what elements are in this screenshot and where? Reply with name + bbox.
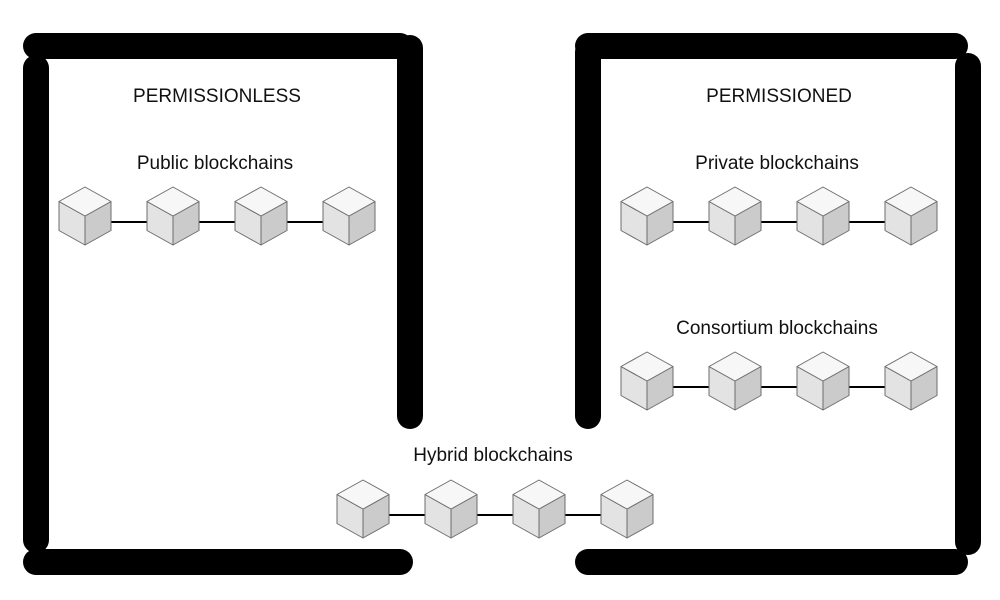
permissionless-frame: [23, 33, 423, 575]
permissionless-heading: PERMISSIONLESS: [133, 86, 301, 107]
permissioned-frame: [575, 33, 981, 575]
cube-icon: [708, 351, 762, 411]
cube-icon: [884, 351, 938, 411]
consortium-blockchains-title: Consortium blockchains: [676, 318, 878, 339]
cube-icon: [708, 186, 762, 246]
cube-icon: [322, 186, 376, 246]
consortium-blockchain-chain: [620, 351, 938, 411]
private-blockchain-chain: [620, 186, 938, 246]
public-blockchains-title: Public blockchains: [136, 153, 294, 174]
cube-icon: [146, 186, 200, 246]
hybrid-blockchains-title: Hybrid blockchains: [413, 445, 573, 466]
private-blockchains-title: Private blockchains: [695, 153, 859, 174]
cube-icon: [796, 186, 850, 246]
cube-icon: [620, 186, 674, 246]
cube-icon: [336, 479, 390, 539]
public-blockchain-chain: [58, 186, 376, 246]
cube-icon: [234, 186, 288, 246]
hybrid-blockchain-chain: [336, 479, 654, 539]
permissioned-heading: PERMISSIONED: [706, 86, 852, 107]
cube-icon: [884, 186, 938, 246]
cube-icon: [600, 479, 654, 539]
cube-icon: [424, 479, 478, 539]
cube-icon: [620, 351, 674, 411]
cube-icon: [512, 479, 566, 539]
cube-icon: [796, 351, 850, 411]
cube-icon: [58, 186, 112, 246]
